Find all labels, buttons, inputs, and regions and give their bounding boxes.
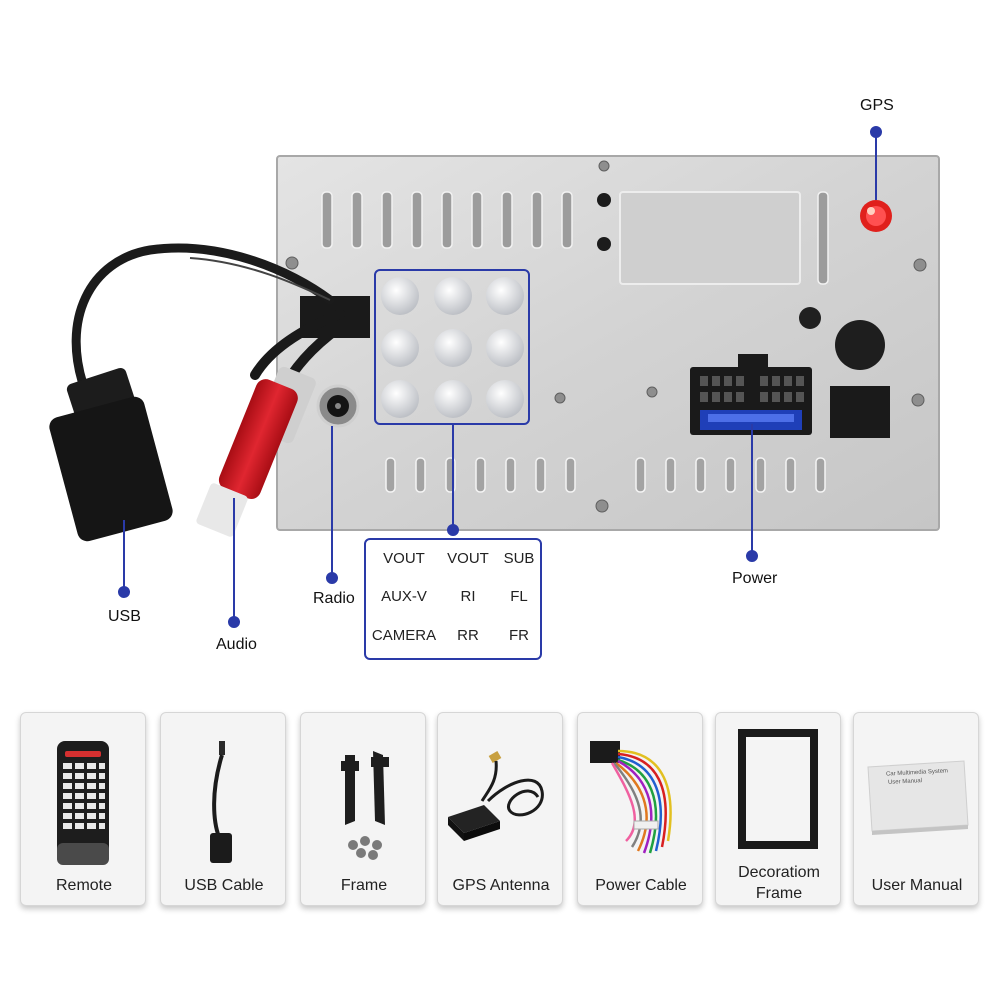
rca-port-legend: VOUT VOUT SUB AUX-V RI FL CAMERA RR FR (364, 538, 542, 660)
remote-control-icon (57, 741, 109, 865)
accessory-card-frame: Frame (300, 712, 426, 906)
gps-antenna-icon (448, 751, 544, 841)
accessory-card-decoration-frame: Decoratiom Frame (715, 712, 841, 906)
manual-booklet-icon (867, 760, 969, 835)
accessory-label-line-1: Decoratiom (738, 864, 820, 881)
trim-frame-icon (738, 729, 818, 849)
accessory-card-power-cable: Power Cable (577, 712, 703, 906)
port-label: FL (510, 588, 528, 605)
screws (285, 160, 927, 513)
gps-label: GPS (860, 97, 894, 114)
port-label: RI (460, 588, 476, 605)
head-unit-rear-illustration (49, 126, 940, 628)
wiring-harness-icon (590, 741, 672, 854)
accessories-row: Remote USB Cable Frame (0, 712, 1000, 912)
accessory-card-user-manual: Car Multimedia System User Manual User M… (853, 712, 979, 906)
accessory-label: Frame (340, 877, 388, 894)
can-bus-socket (830, 386, 890, 438)
top-vents (321, 191, 829, 285)
usb-cable-icon (210, 741, 232, 863)
rear-panel-diagram: GPS USB Audio Radio Power VOUT VOUT SUB … (49, 97, 940, 660)
audio-label: Audio (216, 636, 257, 653)
accessory-label: GPS Antenna (452, 877, 550, 894)
callout-lines (118, 126, 882, 628)
radio-label: Radio (313, 590, 355, 607)
label-plate (619, 191, 801, 285)
accessory-card-remote: Remote (20, 712, 146, 906)
port-label: AUX-V (381, 588, 427, 605)
usb-connector-body (49, 396, 173, 542)
accessory-label-line-2: Frame (755, 885, 803, 902)
rca-jacks (381, 277, 524, 418)
port-label: CAMERA (371, 627, 437, 644)
usb-wire (71, 243, 335, 395)
accessory-card-gps-antenna: GPS Antenna (437, 712, 563, 906)
mounting-brackets-icon (341, 751, 389, 860)
port-label: RR (457, 627, 479, 644)
power-label: Power (732, 570, 778, 587)
accessory-card-usb-cable: USB Cable (160, 712, 286, 906)
power-connector (690, 354, 812, 435)
port-label: SUB (503, 550, 535, 567)
port-label: VOUT (447, 550, 489, 567)
accessory-label: User Manual (871, 877, 963, 894)
accessory-label: Power Cable (595, 877, 687, 894)
accessory-label: USB Cable (184, 877, 264, 894)
mic-port (835, 320, 885, 370)
usb-label: USB (108, 608, 141, 625)
accessory-label: Remote (55, 877, 113, 894)
port-label: VOUT (383, 550, 425, 567)
port-label: FR (509, 627, 529, 644)
